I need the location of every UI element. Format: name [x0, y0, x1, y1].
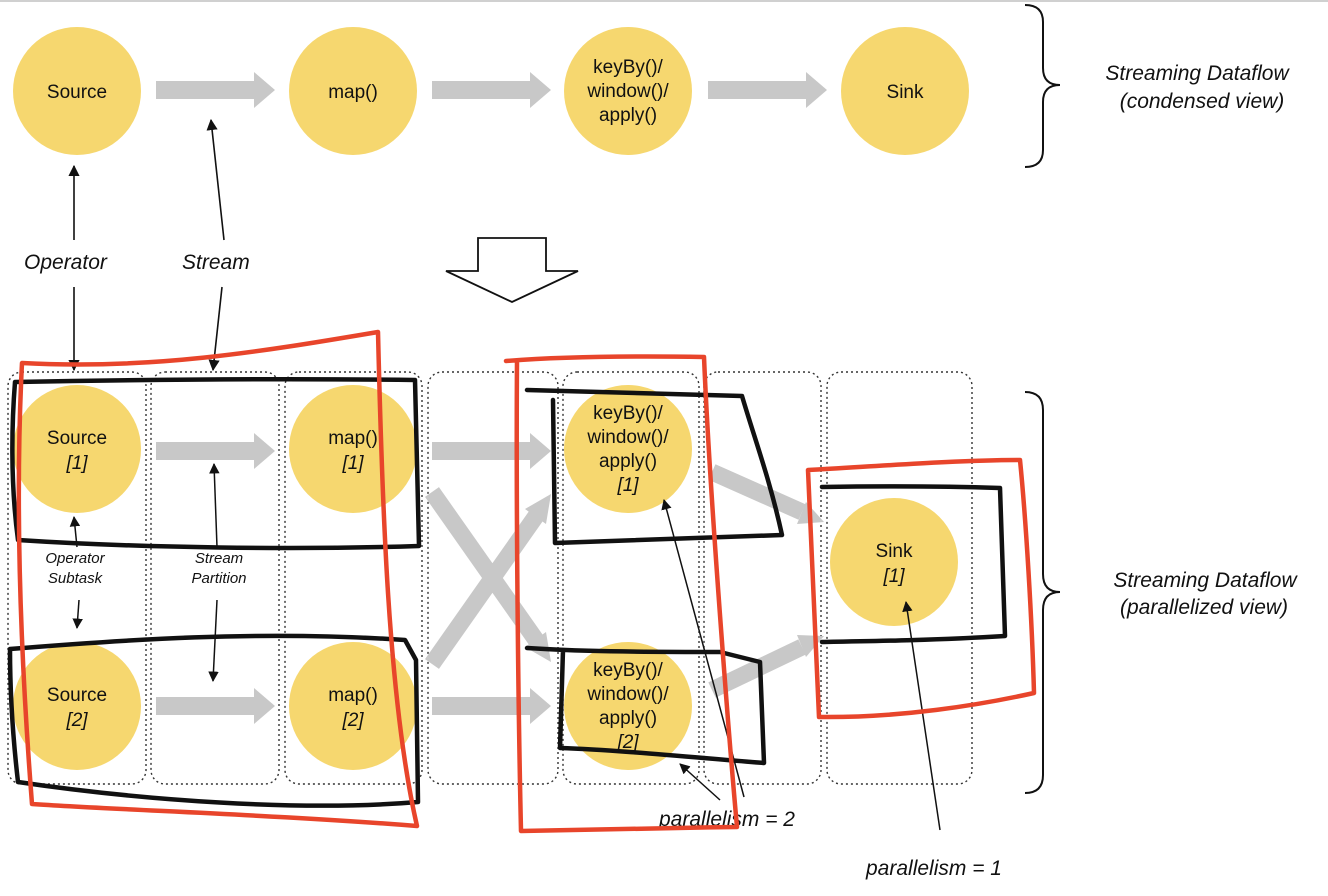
- node-source-1: [13, 385, 141, 513]
- stream-partition-label-2: Partition: [191, 570, 246, 587]
- stream-arrow-s2-m2: [156, 688, 275, 724]
- node-keyby-label-1: keyBy()/: [593, 57, 663, 78]
- node-keyby-2-line1: keyBy()/: [593, 660, 663, 681]
- condensed-title-line1: Streaming Dataflow: [1105, 62, 1290, 85]
- head-m2-k1: [525, 494, 551, 524]
- node-map: [289, 27, 417, 155]
- black-row-bottom: [7, 633, 421, 808]
- red-slot-sink: [805, 457, 1037, 720]
- transform-arrow: [445, 237, 579, 303]
- black-annotations: [7, 376, 1008, 808]
- lane-sink: [826, 371, 973, 785]
- condensed-title-line2: (condensed view): [1120, 90, 1285, 113]
- red-annotations: [16, 329, 1037, 834]
- node-sink-label: Sink: [887, 82, 924, 103]
- node-keyby-1-line1: keyBy()/: [593, 403, 663, 424]
- node-map-2-index: [2]: [341, 710, 364, 731]
- node-keyby-2-line2: window()/: [586, 684, 669, 705]
- node-map-1: [289, 385, 417, 513]
- node-sink: [841, 27, 969, 155]
- stream-arrow-k1-sink: [708, 464, 806, 520]
- lanes: [7, 371, 973, 785]
- condensed-stream-arrows: [156, 72, 827, 108]
- lane-stream-3: [703, 371, 822, 785]
- partition-arrow-down: [208, 599, 219, 683]
- node-keyby-label-3: apply(): [599, 105, 657, 126]
- stream-arrow-keyby-sink: [708, 72, 827, 108]
- stream-partition-label-1: Stream: [195, 550, 243, 567]
- stream-arrow-m1-k2: [425, 487, 543, 645]
- parallelism-1-arrow: [902, 600, 941, 831]
- node-keyby-1: [564, 385, 692, 513]
- black-sink: [819, 484, 1008, 645]
- black-keyby-bottom: [524, 645, 767, 766]
- cross-arrow-heads: [525, 494, 824, 662]
- node-keyby-1-line2: window()/: [586, 427, 669, 448]
- lane-map: [284, 371, 423, 785]
- subtask-arrow-down: [72, 599, 83, 630]
- node-keyby: [564, 27, 692, 155]
- node-source-2: [13, 642, 141, 770]
- lane-stream-2: [427, 371, 559, 785]
- node-source-2-name: Source: [47, 685, 107, 706]
- operator-subtask-label-1: Operator: [45, 550, 105, 567]
- red-slot-source-map: [16, 329, 420, 829]
- node-map-1-name: map(): [328, 428, 378, 449]
- condensed-view: Source map() keyBy()/ window()/ apply() …: [13, 4, 1290, 372]
- node-keyby-label-2: window()/: [586, 81, 669, 102]
- parallel-title-line1: Streaming Dataflow: [1113, 569, 1298, 592]
- stream-arrow-source-map: [156, 72, 275, 108]
- parallel-stream-arrows: [156, 433, 551, 724]
- stream-arrow-up: [206, 118, 225, 241]
- black-keyby-top: [524, 387, 785, 546]
- node-keyby-2-line3: apply(): [599, 708, 657, 729]
- node-source-label: Source: [47, 82, 107, 103]
- node-sink-1: [830, 498, 958, 626]
- node-source-1-index: [1]: [65, 453, 88, 474]
- node-keyby-2: [564, 642, 692, 770]
- operator-subtask-label-2: Subtask: [48, 570, 104, 587]
- lane-stream-1: [150, 371, 280, 785]
- node-source: [13, 27, 141, 155]
- lane-source: [7, 371, 147, 785]
- stream-arrow-m1-k1: [432, 433, 551, 469]
- brace-parallel: [1024, 391, 1061, 794]
- stream-arrow-m2-k2: [432, 688, 551, 724]
- node-sink-1-name: Sink: [876, 541, 913, 562]
- node-source-2-index: [2]: [65, 710, 88, 731]
- node-map-2: [289, 642, 417, 770]
- node-map-label: map(): [328, 82, 378, 103]
- red-slot-keyby: [503, 354, 740, 834]
- parallelism-1-label: parallelism = 1: [865, 857, 1002, 880]
- partition-arrow-up: [209, 462, 220, 548]
- parallelism-2-arrow-b: [679, 763, 721, 801]
- stream-arrow-map-keyby: [432, 72, 551, 108]
- node-map-2-name: map(): [328, 685, 378, 706]
- node-source-1-name: Source: [47, 428, 107, 449]
- node-keyby-1-index: [1]: [616, 475, 639, 496]
- node-map-1-index: [1]: [341, 453, 364, 474]
- parallel-view: Source [1] Source [2] map() [1] map() [2…: [7, 329, 1298, 880]
- black-row-top: [10, 376, 422, 551]
- node-keyby-2-index: [2]: [616, 732, 639, 753]
- stream-label: Stream: [182, 251, 250, 274]
- node-sink-1-index: [1]: [882, 566, 905, 587]
- parallel-title-line2: (parallelized view): [1120, 596, 1288, 619]
- stream-arrow-m2-k1: [425, 511, 543, 669]
- stream-arrow-s1-m1: [156, 433, 275, 469]
- node-keyby-1-line3: apply(): [599, 451, 657, 472]
- brace-condensed: [1024, 4, 1061, 168]
- operator-label: Operator: [24, 251, 108, 274]
- parallelism-2-label: parallelism = 2: [658, 808, 795, 831]
- lane-keyby: [562, 371, 700, 785]
